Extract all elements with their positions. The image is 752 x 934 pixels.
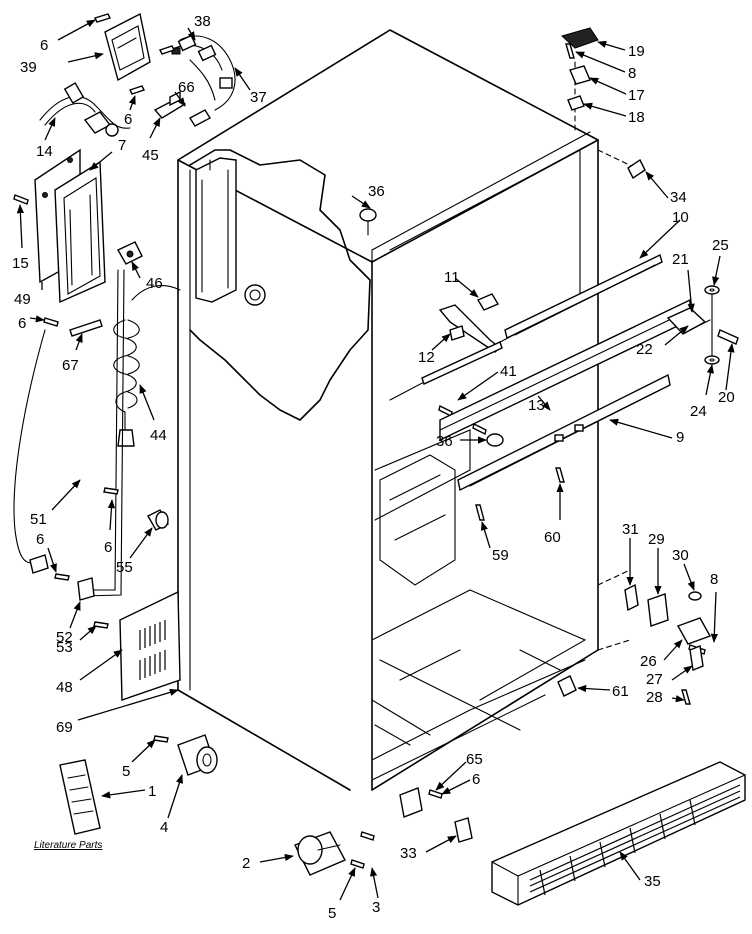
label-26: 26	[640, 653, 657, 670]
part-37-38-wiring-harness	[171, 34, 236, 111]
label-65: 65	[466, 751, 483, 768]
label-69: 69	[56, 719, 73, 736]
label-52: 52	[56, 629, 73, 646]
part-55-bushing	[147, 509, 169, 531]
label-4: 4	[160, 819, 168, 836]
label-53: 53	[56, 639, 73, 656]
part-26-30-hinge	[676, 591, 712, 671]
label-41: 41	[500, 363, 517, 380]
cabinet	[177, 29, 641, 791]
part-46-connector	[117, 241, 143, 265]
part-34-plug	[627, 158, 646, 180]
screws	[13, 13, 739, 869]
label-48: 48	[56, 679, 73, 696]
label-34: 34	[670, 189, 687, 206]
literature-parts-caption: Literature Parts	[34, 840, 102, 851]
part-35-base-grille	[491, 761, 746, 906]
label-45: 45	[142, 147, 159, 164]
label-38: 38	[194, 13, 211, 30]
label-30: 30	[672, 547, 689, 564]
label-1: 1	[148, 783, 156, 800]
label-6: 6	[36, 531, 44, 548]
label-49: 49	[14, 291, 31, 308]
label-10: 10	[672, 209, 689, 226]
part-52-clip	[77, 577, 95, 601]
label-12: 12	[418, 349, 435, 366]
label-59: 59	[492, 547, 509, 564]
leader-lines	[16, 19, 735, 901]
part-13-crossbar	[439, 298, 691, 442]
label-17: 17	[628, 87, 645, 104]
label-46: 46	[146, 275, 163, 292]
part-9-lower-rail	[457, 373, 671, 492]
label-44: 44	[150, 427, 167, 444]
part-shelf-rail-lower	[421, 341, 503, 385]
cutaway-back-panel	[189, 149, 371, 421]
label-8: 8	[710, 571, 718, 588]
part-24-25-washers	[704, 285, 720, 365]
label-60: 60	[544, 529, 561, 546]
label-15: 15	[12, 255, 29, 272]
label-7: 7	[118, 137, 126, 154]
label-67: 67	[62, 357, 79, 374]
part-7-light-housing	[34, 148, 106, 304]
part-61-bumper	[557, 675, 577, 697]
label-33: 33	[400, 845, 417, 862]
label-9: 9	[676, 429, 684, 446]
label-28: 28	[646, 689, 663, 706]
label-35: 35	[644, 873, 661, 890]
label-21: 21	[672, 251, 689, 268]
label-6: 6	[124, 111, 132, 128]
label-55: 55	[116, 559, 133, 576]
label-6: 6	[18, 315, 26, 332]
part-65-bracket	[399, 787, 423, 818]
part-12-bracket	[438, 304, 502, 353]
part-45-66-bracket	[153, 90, 211, 127]
part-11-clip	[476, 293, 500, 311]
label-61: 61	[612, 683, 629, 700]
part-10-shelf-rail	[504, 254, 663, 340]
part-19-hinge-cover	[561, 27, 599, 49]
label-51: 51	[30, 511, 47, 528]
part-36-bumper	[359, 208, 504, 447]
part-29-31-hinge-plates	[624, 583, 669, 627]
part-2-roller-bracket	[294, 831, 346, 876]
label-11: 11	[444, 269, 460, 286]
label-39: 39	[20, 59, 37, 76]
label-14: 14	[36, 143, 53, 160]
label-3: 3	[372, 899, 380, 916]
label-36: 36	[368, 183, 385, 200]
label-36: 36	[436, 433, 453, 450]
label-6: 6	[472, 771, 480, 788]
label-5: 5	[122, 763, 130, 780]
part-21-22-hinge-bracket	[666, 307, 711, 335]
part-14-light-socket-assembly	[39, 82, 131, 137]
label-31: 31	[622, 521, 639, 538]
label-24: 24	[690, 403, 707, 420]
label-25: 25	[712, 237, 729, 254]
label-2: 2	[242, 855, 250, 872]
label-66: 66	[178, 79, 195, 96]
label-8: 8	[628, 65, 636, 82]
label-22: 22	[636, 341, 653, 358]
part-17-18-hinge-pin	[567, 65, 591, 111]
label-37: 37	[250, 89, 267, 106]
part-39-control-box	[104, 12, 151, 82]
part-33-clip	[454, 817, 473, 843]
part-67-strip	[69, 319, 103, 337]
label-13: 13	[528, 397, 545, 414]
label-27: 27	[646, 671, 663, 688]
part-48-vent-panel	[119, 590, 181, 701]
label-29: 29	[648, 531, 665, 548]
label-19: 19	[628, 43, 645, 60]
label-5: 5	[328, 905, 336, 922]
label-6: 6	[40, 37, 48, 54]
part-1-literature-booklet	[59, 759, 101, 835]
label-20: 20	[718, 389, 735, 406]
callout-numbers: 6 39 38 37 66 6 45 14 7 15 46 49 6 67 44…	[12, 13, 735, 922]
label-6: 6	[104, 539, 112, 556]
part-4-roller	[177, 734, 218, 776]
label-18: 18	[628, 109, 645, 126]
